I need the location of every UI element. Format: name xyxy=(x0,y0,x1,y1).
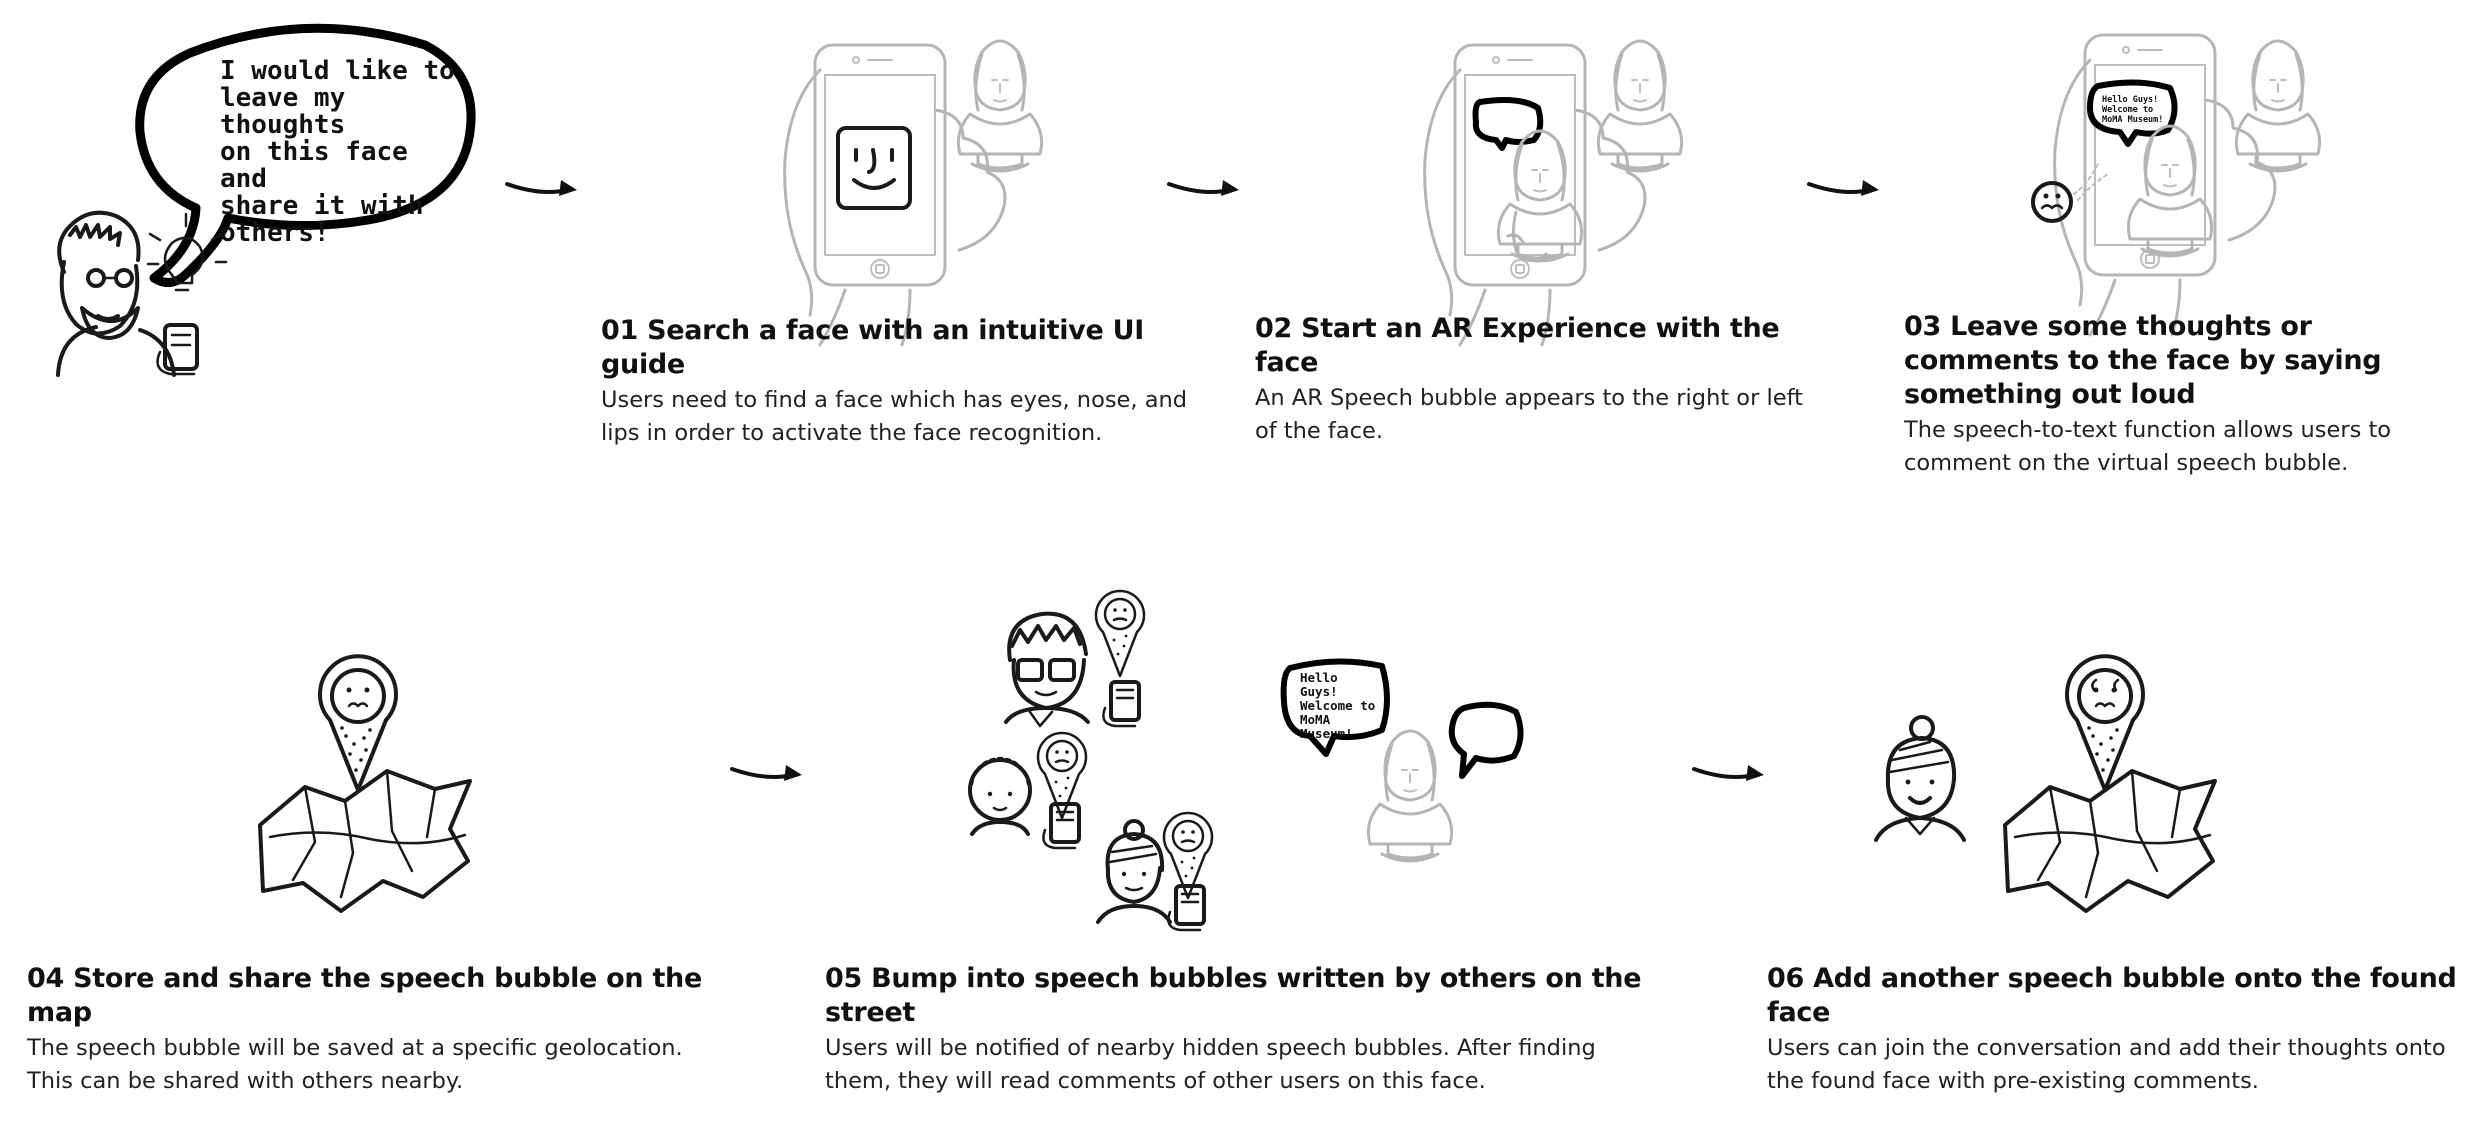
arrow-right-icon xyxy=(1807,178,1881,198)
step-06-title: 06 Add another speech bubble onto the fo… xyxy=(1767,963,2457,1028)
step-01-body: Users need to find a face which has eyes… xyxy=(601,387,1188,446)
step-02-body: An AR Speech bubble appears to the right… xyxy=(1255,385,1803,444)
phone-face-scan-icon xyxy=(783,39,1044,347)
people-pins-icon xyxy=(968,589,1214,932)
step-04-title: 04 Store and share the speech bubble on … xyxy=(27,963,702,1028)
step-04-body: The speech bubble will be saved at a spe… xyxy=(27,1035,683,1094)
arrow-right-icon xyxy=(1167,178,1241,198)
step-04: 04 Store and share the speech bubble on … xyxy=(27,962,747,1098)
arrow-right-icon xyxy=(505,178,579,198)
step-02-title: 02 Start an AR Experience with the face xyxy=(1255,313,1780,378)
intro-illustration xyxy=(56,23,476,377)
step-01: 01 Search a face with an intuitive UI gu… xyxy=(601,314,1221,450)
phone-speech-icon: Hello Guys! Welcome to MoMA Museum! xyxy=(2031,33,2322,337)
step-01-title: 01 Search a face with an intuitive UI gu… xyxy=(601,315,1144,380)
step-06: 06 Add another speech bubble onto the fo… xyxy=(1767,962,2467,1098)
intro-bubble-text: I would like to leave my thoughts on thi… xyxy=(220,56,455,248)
svg-text:Hello Guys!: Hello Guys! xyxy=(2102,95,2158,105)
step-05-title: 05 Bump into speech bubbles written by o… xyxy=(825,963,1642,1028)
step-05-body: Users will be notified of nearby hidden … xyxy=(825,1035,1596,1094)
step-02: 02 Start an AR Experience with the face … xyxy=(1255,312,1815,448)
arrow-right-icon xyxy=(1692,763,1766,783)
svg-text:Welcome to: Welcome to xyxy=(2102,105,2153,115)
step-06-body: Users can join the conversation and add … xyxy=(1767,1035,2446,1094)
step-03-title: 03 Leave some thoughts or comments to th… xyxy=(1904,311,2382,410)
street-bubble-text: Hello Guys! Welcome to MoMA Museum! xyxy=(1300,670,1376,741)
phone-ar-bubble-icon xyxy=(1423,39,1684,347)
arrow-right-icon xyxy=(730,763,804,783)
step-05: 05 Bump into speech bubbles written by o… xyxy=(825,962,1655,1098)
user-with-lightbulb-icon xyxy=(56,210,228,377)
map-pin-icon xyxy=(258,654,472,913)
bust-bubbles-icon xyxy=(1280,658,1524,863)
step-03-body: The speech-to-text function allows users… xyxy=(1904,417,2392,476)
person-map-pin-icon xyxy=(1874,654,2217,913)
step-03: 03 Leave some thoughts or comments to th… xyxy=(1904,310,2464,480)
svg-text:MoMA Museum!: MoMA Museum! xyxy=(2102,115,2163,125)
